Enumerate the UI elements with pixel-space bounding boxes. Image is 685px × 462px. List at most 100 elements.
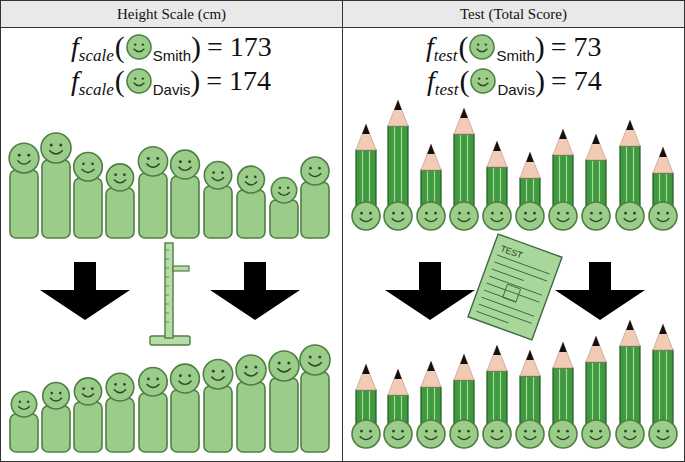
smiley-face [516,420,544,448]
person-name: Davis [497,81,535,98]
face-icon [125,67,153,95]
face-eye [254,176,257,179]
down-arrow [555,262,645,320]
face-eye [633,212,636,215]
face-smile [360,218,373,222]
face-eye [458,430,461,433]
face-eye [82,387,85,390]
face-circle [43,382,70,409]
person-figure [106,373,134,452]
face-icon [468,33,496,61]
face-eye [309,167,312,170]
equation: fscale(Davis)= 174 [71,64,271,98]
face-eye [500,212,503,215]
smiley-face [483,420,511,448]
face-circle [582,420,610,448]
down-arrow [385,262,475,320]
face-circle [384,420,412,448]
pencil-figure [549,129,577,230]
face-circle [516,420,544,448]
smiley-face [139,368,167,396]
pencil-figure [483,345,511,448]
face-circle [269,351,299,381]
face-eye [533,212,536,215]
pencil-figure [417,361,445,448]
person-body [171,390,199,452]
smiley-face [649,202,677,230]
face-circle [582,202,610,230]
face-circle [616,420,644,448]
face-circle [516,202,544,230]
score-value: = 73 [551,31,602,63]
face-smile [212,177,224,180]
face-smile [147,384,160,388]
paren: ( [115,30,125,64]
pencil-figure [616,320,644,448]
face-circle [127,35,151,59]
person-body [139,173,167,238]
face-eye [309,356,312,359]
person-body [106,188,134,238]
smiley-face [450,202,478,230]
face-smile [49,150,63,154]
face-eye [114,383,117,386]
smiley-face [417,202,445,230]
face-eye [485,43,487,45]
smiley-face [582,202,610,230]
face-eye [91,162,94,165]
face-smile [211,376,224,380]
smiley-face [483,202,511,230]
face-smile [557,218,570,222]
smiley-face [450,420,478,448]
pencil-figure [649,324,677,448]
panel-box: Height Scale (cm) [0,0,343,462]
face-circle [271,178,296,203]
person-figure [236,355,266,452]
face-smile [491,436,504,440]
function-symbol: f [71,31,79,63]
person-figure [204,162,232,238]
paren: ) [191,30,201,64]
face-eye [657,430,660,433]
face-smile [179,167,192,171]
face-eye [212,370,215,373]
face-smile [624,436,637,440]
smiley-face [549,202,577,230]
smiley-face [106,164,133,191]
person-body [171,176,199,238]
smiley-face [470,35,494,59]
face-eye [147,157,150,160]
face-eye [123,383,126,386]
person-figure [74,378,102,452]
face-eye [624,212,627,215]
face-smile [82,393,94,396]
face-eye [221,370,224,373]
face-eye [557,430,560,433]
face-circle [41,133,71,163]
smiley-face [74,378,101,405]
face-eye [491,212,494,215]
face-circle [204,162,231,189]
face-eye [401,430,404,433]
face-eye [18,154,21,157]
pencil-figure [483,141,511,230]
paren: ) [535,64,545,98]
person-figure [138,147,167,238]
person-body [237,190,265,238]
face-circle [549,420,577,448]
pencil-figure [516,152,544,230]
face-eye [434,212,437,215]
face-icon-svg [469,67,497,95]
person-body [74,178,102,238]
face-eye [392,430,395,433]
face-eye [156,378,159,381]
person-body [10,170,38,238]
face-circle [470,35,494,59]
face-smile [360,436,373,440]
face-eye [599,212,602,215]
smiley-face [203,360,232,389]
face-smile [114,389,126,392]
face-circle [301,157,329,185]
person-figure [74,152,103,238]
function-symbol: f [71,65,79,97]
